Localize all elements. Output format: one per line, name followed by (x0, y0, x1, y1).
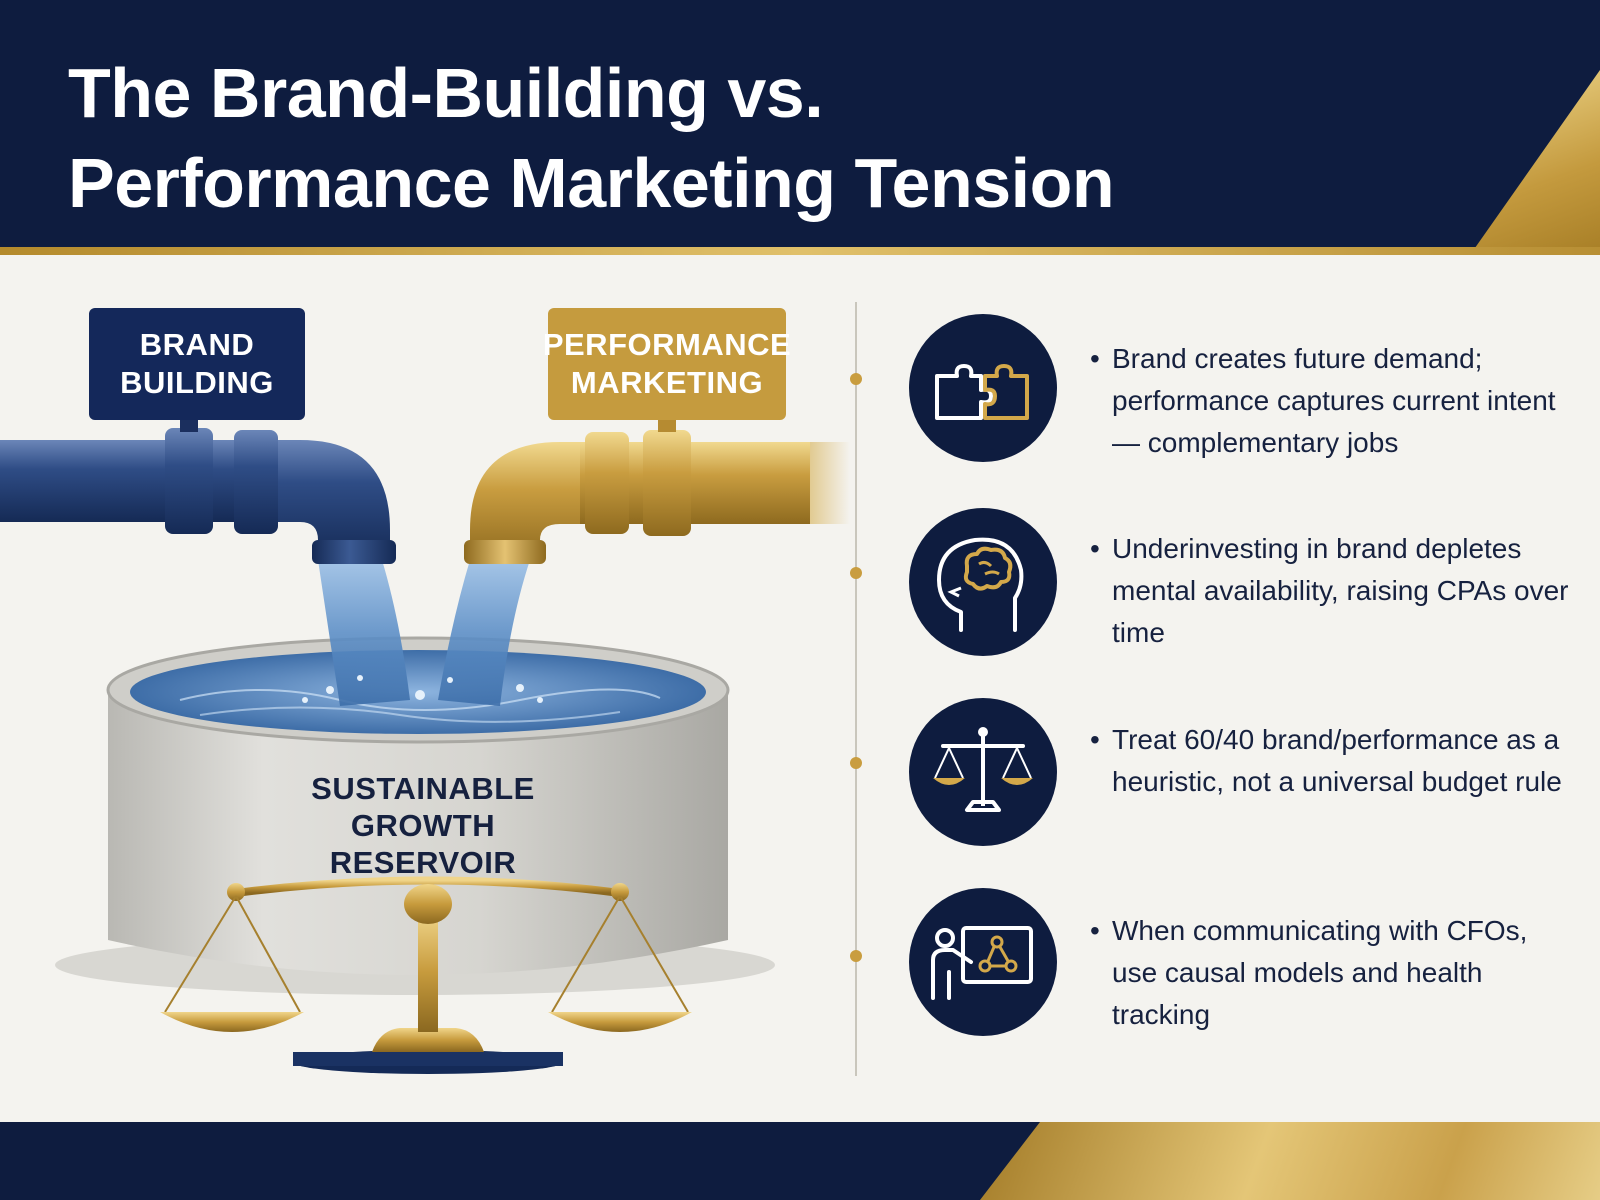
presenter-chart-icon (909, 888, 1057, 1036)
performance-label-line-1: PERFORMANCE (542, 327, 792, 362)
point-4: • When communicating with CFOs, use caus… (1090, 910, 1570, 1036)
divider-dot (850, 950, 862, 962)
brand-label-line-2: BUILDING (120, 365, 274, 400)
vertical-divider (855, 302, 857, 1076)
gold-water-stream (438, 560, 530, 706)
reservoir-label: SUSTAINABLE GROWTH RESERVOIR (300, 770, 546, 881)
point-2-text: Underinvesting in brand depletes mental … (1112, 533, 1569, 648)
footer-band (0, 1122, 1600, 1200)
brand-label-line-1: BRAND (139, 327, 255, 362)
balance-scale-figure (160, 876, 692, 1074)
point-4-text: When communicating with CFOs, use causal… (1112, 915, 1528, 1030)
reservoir-label-line-3: RESERVOIR (329, 845, 517, 880)
point-3-text: Treat 60/40 brand/performance as a heuri… (1112, 724, 1562, 797)
puzzle-icon (909, 314, 1057, 462)
point-2: • Underinvesting in brand depletes menta… (1090, 528, 1570, 654)
title-line-1: The Brand-Building vs. (68, 54, 824, 132)
brand-pipe (0, 414, 396, 564)
page-title: The Brand-Building vs. Performance Marke… (68, 48, 1115, 228)
header-gold-corner (1470, 70, 1600, 255)
bullet: • (1090, 533, 1100, 564)
title-line-2: Performance Marketing Tension (68, 144, 1115, 222)
balance-scale-icon (909, 698, 1057, 846)
blue-water-stream (318, 560, 410, 706)
reservoir-label-line-2: GROWTH (350, 808, 496, 843)
performance-label-line-2: MARKETING (570, 365, 764, 400)
performance-marketing-label: PERFORMANCE MARKETING (543, 308, 791, 420)
point-3: • Treat 60/40 brand/performance as a heu… (1090, 719, 1570, 803)
bullet: • (1090, 343, 1100, 374)
reservoir-label-line-1: SUSTAINABLE (311, 771, 535, 806)
brand-building-label: BRAND BUILDING (89, 308, 305, 420)
point-1: • Brand creates future demand; performan… (1090, 338, 1570, 464)
performance-pipe (464, 414, 850, 564)
header-banner: The Brand-Building vs. Performance Marke… (0, 0, 1600, 255)
bullet: • (1090, 915, 1100, 946)
divider-dot (850, 757, 862, 769)
brain-head-icon (909, 508, 1057, 656)
divider-dot (850, 373, 862, 385)
header-gold-band (0, 247, 1600, 255)
bullet: • (1090, 724, 1100, 755)
pipes-reservoir-illustration (0, 414, 850, 1074)
divider-dot (850, 567, 862, 579)
water-splash (302, 675, 543, 703)
footer-gold-accent (980, 1122, 1600, 1200)
point-1-text: Brand creates future demand; performance… (1112, 343, 1556, 458)
